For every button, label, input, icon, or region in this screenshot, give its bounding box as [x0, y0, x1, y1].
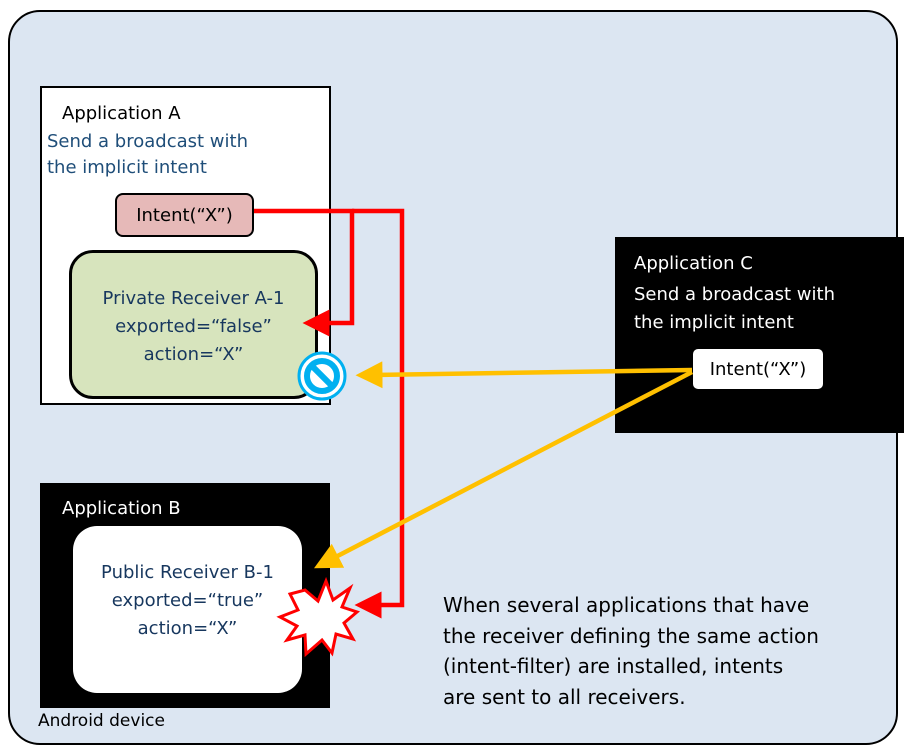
receiver-b-exported: exported=“true”	[111, 590, 264, 611]
prohibited-icon	[297, 351, 347, 401]
intent-a: Intent(“X”)	[115, 193, 254, 237]
note-line3: (intent-filter) are installed, intents	[443, 654, 784, 678]
explanation-note: When several applications that have the …	[443, 590, 883, 712]
device-label: Android device	[38, 711, 165, 731]
application-a-desc-line2: the implicit intent	[47, 157, 207, 178]
application-a-title: Application A	[62, 103, 181, 124]
red-arrow-to-receiver-b	[352, 208, 405, 619]
note-line1: When several applications that have	[443, 593, 810, 617]
receiver-b-action: action=“X”	[137, 618, 238, 639]
application-c-desc-line1: Send a broadcast with	[634, 284, 835, 305]
private-receiver-a1: Private Receiver A-1 exported=“false” ac…	[69, 250, 318, 399]
application-c-title: Application C	[634, 253, 753, 274]
public-receiver-b1: Public Receiver B-1 exported=“true” acti…	[73, 526, 302, 693]
application-a-desc-line1: Send a broadcast with	[47, 131, 248, 152]
receiver-a-action: action=“X”	[143, 344, 244, 365]
note-line2: the receiver defining the same action	[443, 623, 819, 648]
application-c-desc-line2: the implicit intent	[634, 312, 794, 333]
intent-c-label: Intent(“X”)	[709, 358, 807, 380]
receiver-b-name: Public Receiver B-1	[101, 562, 274, 583]
intent-c: Intent(“X”)	[692, 348, 824, 390]
receiver-a-name: Private Receiver A-1	[102, 288, 285, 309]
receiver-a-exported: exported=“false”	[115, 316, 272, 337]
red-broadcast-arrows	[254, 208, 405, 619]
orange-arrow-to-receiver-b	[314, 370, 694, 569]
note-line4: are sent to all receivers.	[443, 684, 686, 709]
application-b-title: Application B	[62, 498, 181, 519]
red-arrow-to-receiver-a	[254, 208, 355, 337]
orange-arrow-to-receiver-a	[355, 361, 693, 389]
orange-broadcast-arrows	[314, 361, 694, 569]
application-c-box	[615, 237, 904, 433]
intent-a-label: Intent(“X”)	[136, 204, 233, 226]
explosion-icon	[276, 576, 361, 658]
